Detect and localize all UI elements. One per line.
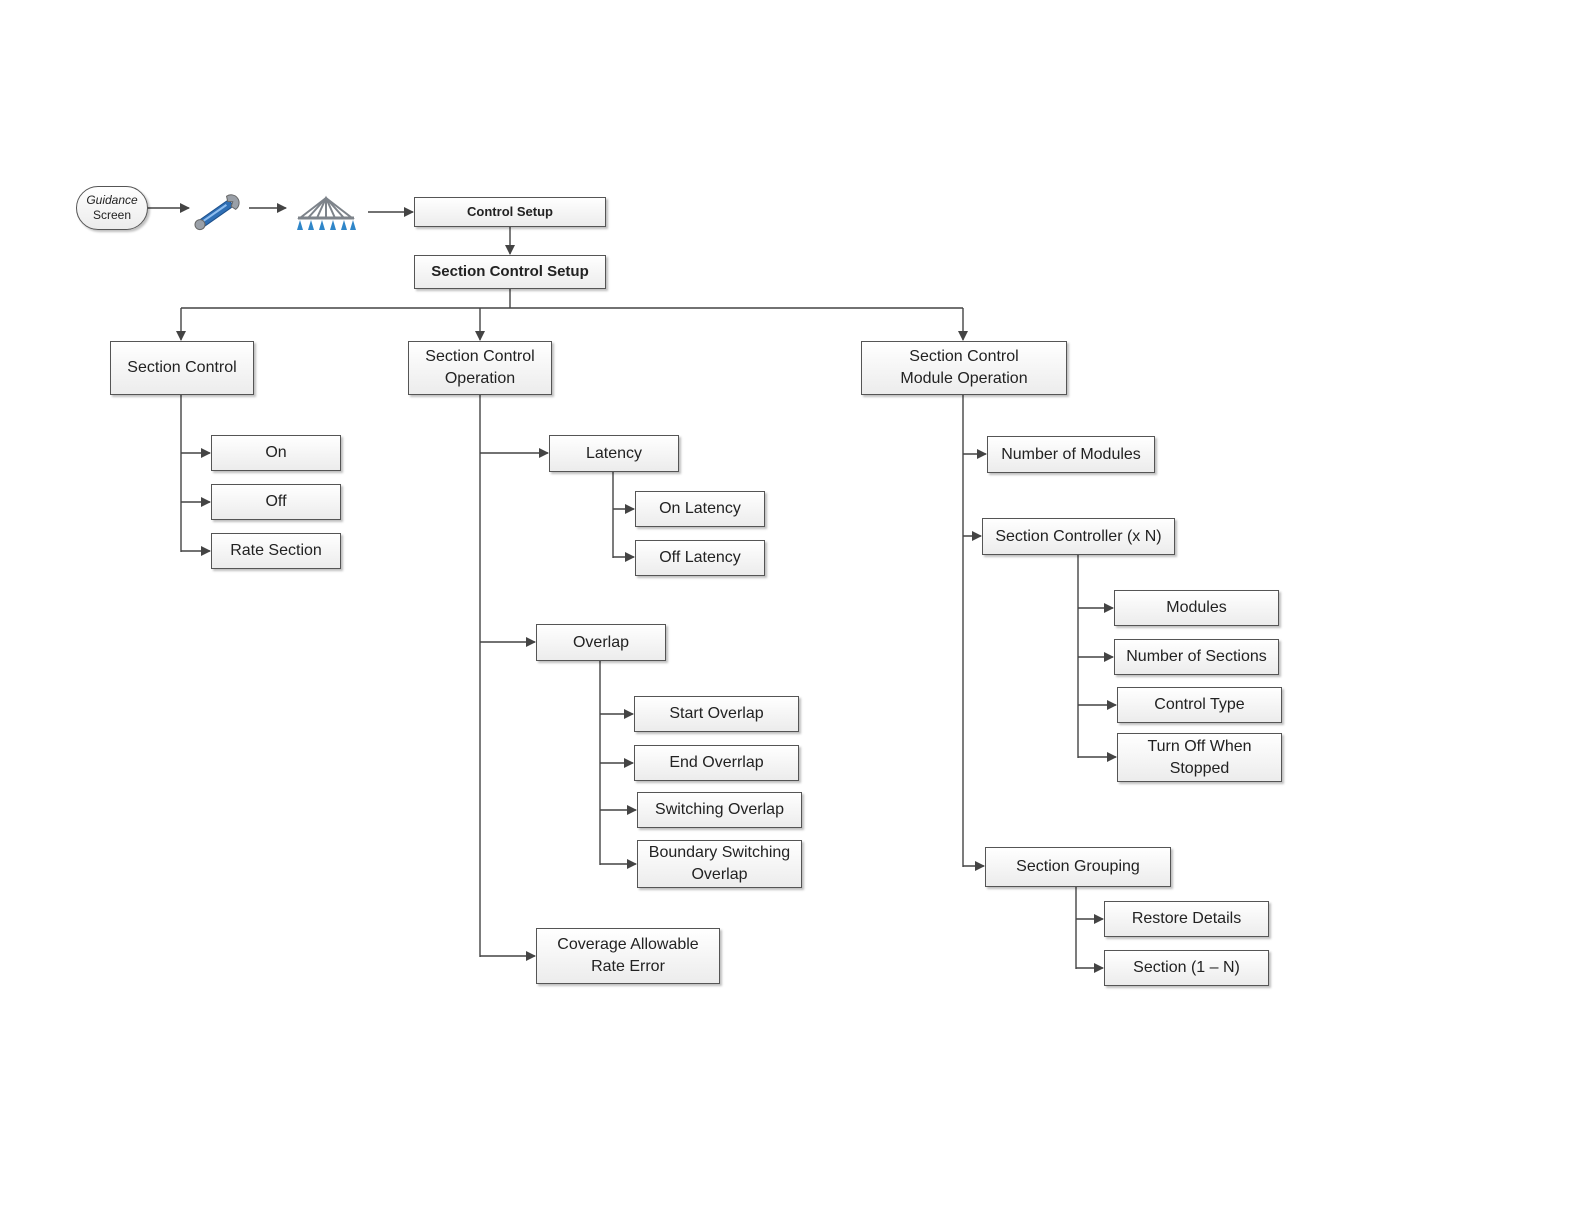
guidance-screen-node: Guidance Screen — [76, 186, 148, 230]
restore-details-node: Restore Details — [1104, 901, 1269, 937]
module-operation-line2: Module Operation — [900, 370, 1028, 387]
section-controller-node: Section Controller (x N) — [982, 518, 1175, 555]
wrench-icon — [194, 194, 240, 231]
section-control-module-operation-node: Section Control Module Operation — [861, 341, 1067, 395]
rate-section-node: Rate Section — [211, 533, 341, 569]
section-control-node: Section Control — [110, 341, 254, 395]
section-control-operation-line1: Section Control — [425, 348, 535, 365]
section-1-n-node: Section (1 – N) — [1104, 950, 1269, 986]
number-of-sections-node: Number of Sections — [1114, 639, 1279, 675]
section-control-operation-line2: Operation — [444, 370, 516, 387]
control-setup-node: Control Setup — [414, 197, 606, 227]
guidance-screen-line1: Guidance — [86, 193, 138, 207]
coverage-line1: Coverage Allowable — [557, 936, 699, 953]
turn-off-line1: Turn Off When — [1147, 737, 1252, 755]
turn-off-when-stopped-node: Turn Off When Stopped — [1117, 733, 1282, 782]
boundary-switching-overlap-node: Boundary Switching Overlap — [637, 840, 802, 888]
boundary-switching-line1: Boundary Switching — [648, 844, 791, 861]
module-operation-line1: Section Control — [909, 348, 1019, 365]
boundary-switching-line2: Overlap — [691, 866, 748, 883]
on-node: On — [211, 435, 341, 471]
off-node: Off — [211, 484, 341, 520]
end-overrlap-node: End Overrlap — [634, 745, 799, 781]
number-of-modules-node: Number of Modules — [987, 436, 1155, 473]
coverage-line2: Rate Error — [591, 958, 665, 975]
modules-node: Modules — [1114, 590, 1279, 626]
sprayer-boom-icon — [297, 195, 356, 230]
off-latency-node: Off Latency — [635, 540, 765, 576]
overlap-node: Overlap — [536, 624, 666, 661]
section-grouping-node: Section Grouping — [985, 847, 1171, 887]
coverage-allowable-rate-error-node: Coverage Allowable Rate Error — [536, 928, 720, 984]
section-control-setup-node: Section Control Setup — [414, 255, 606, 289]
latency-node: Latency — [549, 435, 679, 472]
control-type-node: Control Type — [1117, 687, 1282, 723]
guidance-screen-line2: Screen — [92, 208, 132, 222]
section-control-operation-node: Section Control Operation — [408, 341, 552, 395]
turn-off-line2: Stopped — [1169, 759, 1230, 777]
start-overlap-node: Start Overlap — [634, 696, 799, 732]
on-latency-node: On Latency — [635, 491, 765, 527]
switching-overlap-node: Switching Overlap — [637, 792, 802, 828]
